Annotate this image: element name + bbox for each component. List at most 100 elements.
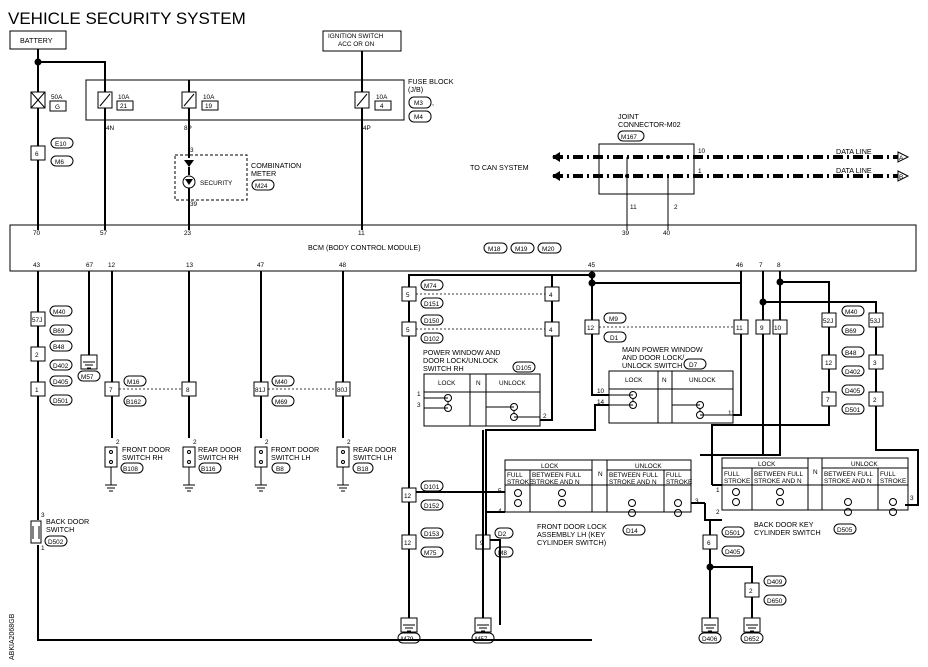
connector-e10 [30,145,46,161]
svg-text:STROKE: STROKE [880,478,906,485]
svg-text:M57: M57 [81,374,94,381]
svg-text:STROKE: STROKE [724,478,750,485]
svg-text:11: 11 [358,230,365,237]
svg-text:STROKE AND N: STROKE AND N [532,479,580,486]
svg-text:STROKE: STROKE [507,479,533,486]
svg-text:2: 2 [35,352,39,359]
svg-text:8: 8 [777,262,781,269]
svg-text:3: 3 [873,360,877,367]
svg-text:D405: D405 [845,388,861,395]
svg-text:UNLOCK: UNLOCK [499,380,526,387]
svg-text:M74: M74 [424,283,437,290]
svg-text:7: 7 [759,262,763,269]
svg-text:D150: D150 [424,318,440,325]
svg-text:SECURITY: SECURITY [200,180,233,187]
svg-text:21: 21 [120,103,128,110]
svg-text:D652: D652 [744,636,760,643]
svg-text:M8: M8 [498,550,507,557]
front-door-switch-lh: 81J M40 M69 2 FRONT DOOR SWITCH LH B8 [253,375,336,492]
fuse-19: 10A 19 8P [181,91,219,132]
svg-text:2: 2 [716,509,720,516]
svg-text:23: 23 [184,230,192,237]
fuse-block-outline [85,79,405,121]
svg-text:FRONT DOOR: FRONT DOOR [122,445,170,454]
svg-text:N: N [813,469,818,476]
svg-text:UNLOCK: UNLOCK [689,377,716,384]
m8-chain: 9 D2 M8 M57 [471,527,514,644]
svg-text:E10: E10 [55,141,67,148]
svg-text:12: 12 [404,493,412,500]
svg-text:12: 12 [825,360,833,367]
ignition-switch: IGNITION SWITCH ACC OR ON [322,30,402,52]
svg-text:D501: D501 [725,530,741,537]
svg-text:M167: M167 [621,134,637,141]
diagram-code: ABKIA2068GB [9,613,16,660]
svg-text:48: 48 [339,262,347,269]
svg-text:N: N [662,377,667,384]
svg-text:REAR DOOR: REAR DOOR [353,445,397,454]
fuse-block-conn2: M4 [414,114,423,121]
svg-text:ASSEMBLY LH (KEY: ASSEMBLY LH (KEY [537,530,605,539]
svg-text:UNLOCK SWITCH: UNLOCK SWITCH [622,361,682,370]
front-door-switch-rh: 7 M16 B162 2 FRONT DOOR SWITCH RH B108 [104,375,182,492]
svg-text:11: 11 [736,325,743,332]
fuse-21: 10A 21 4N [97,91,134,132]
svg-text:D101: D101 [424,484,440,491]
svg-text:70: 70 [33,230,41,237]
svg-text:10: 10 [774,325,782,332]
svg-text:2: 2 [265,439,269,446]
right-chain: 52J 53J M40 B69 12 3 B48 D402 7 2 D405 D… [821,305,884,415]
svg-text:D153: D153 [424,531,440,538]
svg-text:4: 4 [380,103,384,110]
svg-text:57: 57 [100,230,108,237]
svg-text:10A: 10A [203,94,215,101]
svg-text:CYLINDER SWITCH: CYLINDER SWITCH [754,528,821,537]
svg-text:SWITCH RH: SWITCH RH [198,453,239,462]
svg-text:43: 43 [33,262,41,269]
svg-text:B69: B69 [53,328,65,335]
svg-text:CYLINDER SWITCH): CYLINDER SWITCH) [537,538,606,547]
svg-text:57J: 57J [32,317,42,324]
svg-text:FULL: FULL [880,471,896,478]
battery-label: BATTERY [20,36,53,45]
fuse-4: 10A 4 4P [354,91,392,132]
svg-text:D151: D151 [424,301,440,308]
svg-text:DATA LINE: DATA LINE [836,147,872,156]
svg-text:LOCK: LOCK [541,463,559,470]
svg-text:5: 5 [406,292,410,299]
svg-text:BETWEEN FULL: BETWEEN FULL [754,471,803,478]
mid-chain: 12 D101 D152 D153 12 M75 M79 [397,480,444,644]
svg-text:SWITCH LH: SWITCH LH [353,453,393,462]
ignition-line2: ACC OR ON [338,41,375,48]
svg-text:REAR DOOR: REAR DOOR [198,445,242,454]
svg-text:6: 6 [707,540,711,547]
svg-text:2: 2 [116,439,120,446]
svg-text:BCM (BODY CONTROL MODULE): BCM (BODY CONTROL MODULE) [308,243,421,252]
svg-text:M69: M69 [275,399,288,406]
svg-text:1: 1 [716,487,720,494]
svg-text:8P: 8P [184,125,192,132]
combination-meter: 3 SECURITY 39 COMBINATION METER M24 [174,147,301,208]
svg-text:11: 11 [630,204,637,211]
svg-text:39: 39 [622,230,630,237]
svg-text:D650: D650 [767,598,783,605]
svg-text:LOCK: LOCK [625,377,643,384]
svg-text:47: 47 [257,262,265,269]
battery: BATTERY [9,30,67,50]
svg-text:3: 3 [190,147,194,154]
power-window-switch-rh: 5 4 M74 D151 5 4 D150 D102 POWER WINDOW … [401,279,560,427]
svg-text:M40: M40 [275,379,288,386]
svg-text:LOCK: LOCK [758,461,776,468]
page-title: VEHICLE SECURITY SYSTEM [8,9,246,28]
svg-text:B48: B48 [845,350,857,357]
svg-text:52J: 52J [823,318,833,325]
svg-text:12: 12 [587,325,595,332]
svg-text:B8: B8 [276,466,284,473]
svg-text:B18: B18 [357,466,369,473]
svg-text:BACK DOOR: BACK DOOR [46,517,89,526]
svg-text:4: 4 [549,292,553,299]
svg-text:LOCK: LOCK [438,380,456,387]
svg-text:D409: D409 [767,579,783,586]
rear-door-switch-rh: 8 2 REAR DOOR SWITCH RH B116 [181,381,242,492]
